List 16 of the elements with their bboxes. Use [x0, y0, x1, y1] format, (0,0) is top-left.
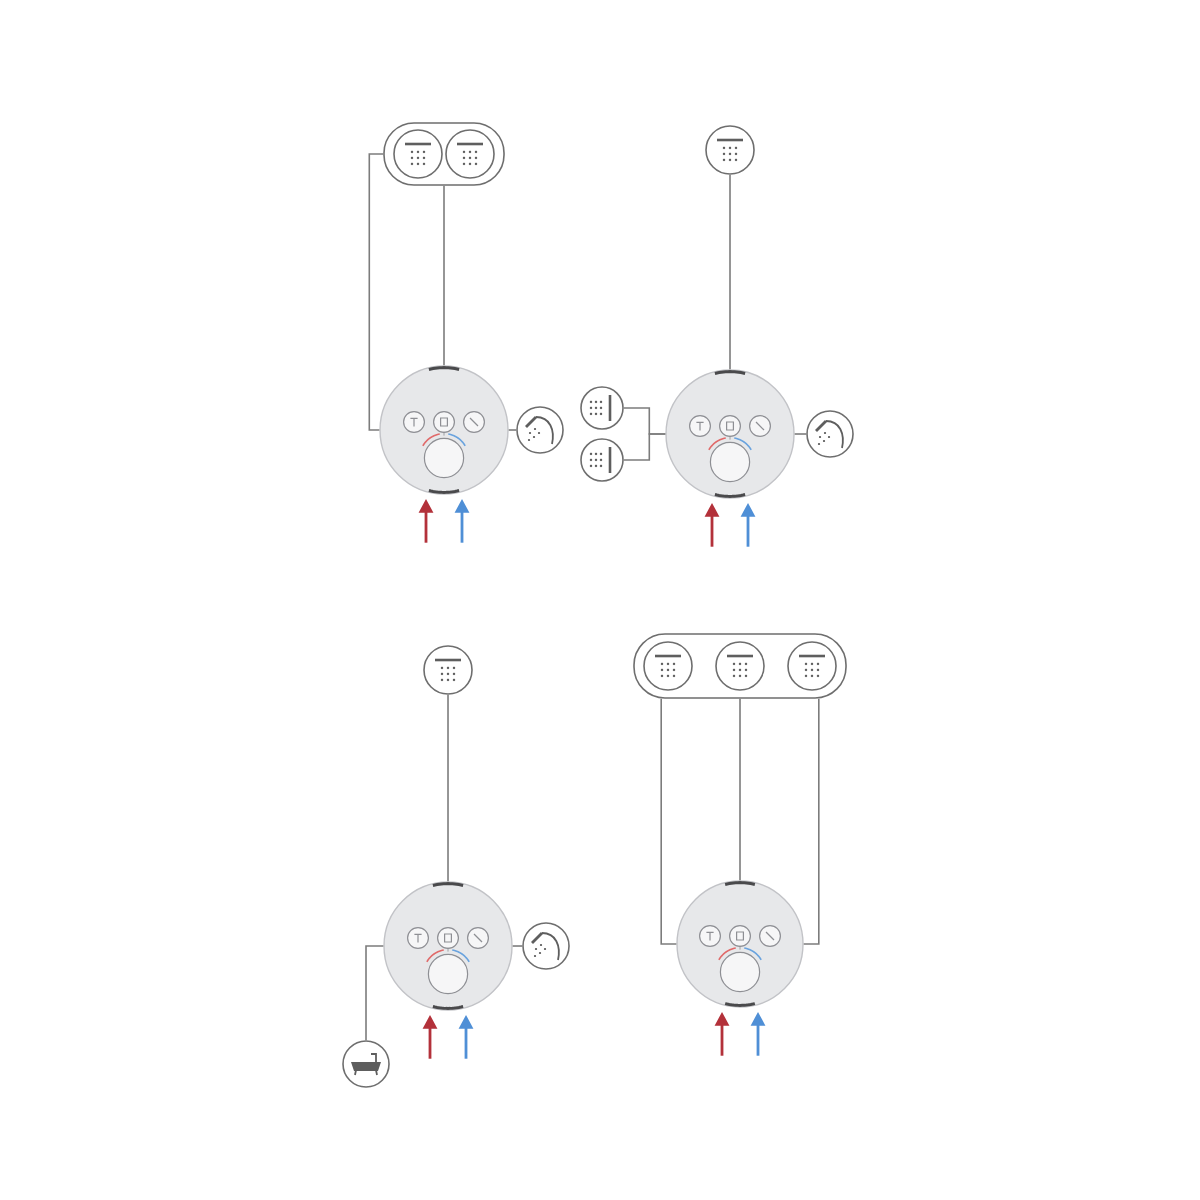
shower-valve: [676, 880, 804, 1008]
connector-line: [729, 174, 731, 371]
shower-valve: [383, 881, 513, 1011]
connector-line: [802, 698, 820, 945]
connector-line: [623, 433, 667, 461]
shower-valve: [665, 369, 795, 499]
connector-line: [368, 153, 384, 431]
connector-line: [447, 694, 449, 883]
shower-valve: [379, 365, 509, 495]
connector-line: [511, 945, 523, 947]
connector-line: [739, 698, 741, 882]
connector-line: [365, 945, 385, 1041]
connector-line: [507, 429, 517, 431]
connector-line: [793, 433, 807, 435]
connector-line: [443, 185, 445, 367]
connector-line: [660, 698, 678, 945]
